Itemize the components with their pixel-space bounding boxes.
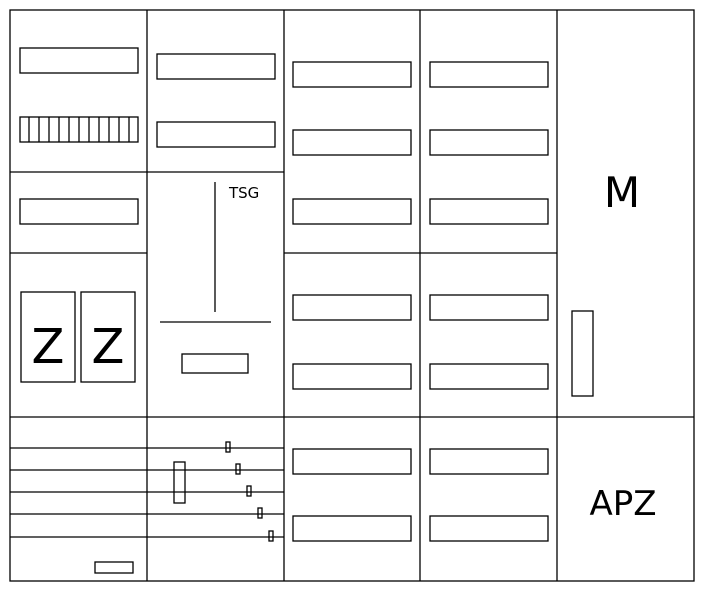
din-rail-slot [429, 129, 549, 156]
din-rail-slot [292, 448, 412, 475]
vertical-device [571, 310, 594, 397]
din-rail-slot [429, 363, 549, 390]
din-rail-slot [429, 294, 549, 321]
small-terminal [94, 561, 134, 574]
din-rail-slot [156, 53, 276, 80]
tap-terminal [268, 530, 274, 542]
din-rail-slot [292, 129, 412, 156]
din-rail-slot [292, 515, 412, 542]
din-rail-slot [429, 448, 549, 475]
meter-right-label: Z [92, 319, 125, 375]
din-rail-slot [292, 363, 412, 390]
tsg-label: TSG [228, 184, 259, 202]
tap-terminal [246, 485, 252, 497]
din-rail-slot [429, 61, 549, 88]
din-rail-slot [292, 198, 412, 225]
busbar-group [10, 447, 284, 538]
din-rail-slot [292, 61, 412, 88]
din-rail-slot [156, 121, 276, 148]
din-rail-slot [429, 198, 549, 225]
terminal-block [19, 116, 139, 143]
main-terminal [173, 461, 186, 504]
tap-terminal [235, 463, 241, 475]
m-label: M [604, 168, 640, 217]
tsg-device [181, 353, 249, 374]
apz-label: APZ [589, 484, 656, 524]
tap-terminal [257, 507, 263, 519]
din-rail-slot [19, 47, 139, 74]
din-rail-slot [19, 198, 139, 225]
din-rail-slot [292, 294, 412, 321]
meter-right [80, 291, 136, 383]
meter-left [20, 291, 76, 383]
tap-terminal [225, 441, 231, 453]
panel-frame [9, 9, 695, 582]
din-rail-slot [429, 515, 549, 542]
meter-left-label: Z [32, 319, 65, 375]
